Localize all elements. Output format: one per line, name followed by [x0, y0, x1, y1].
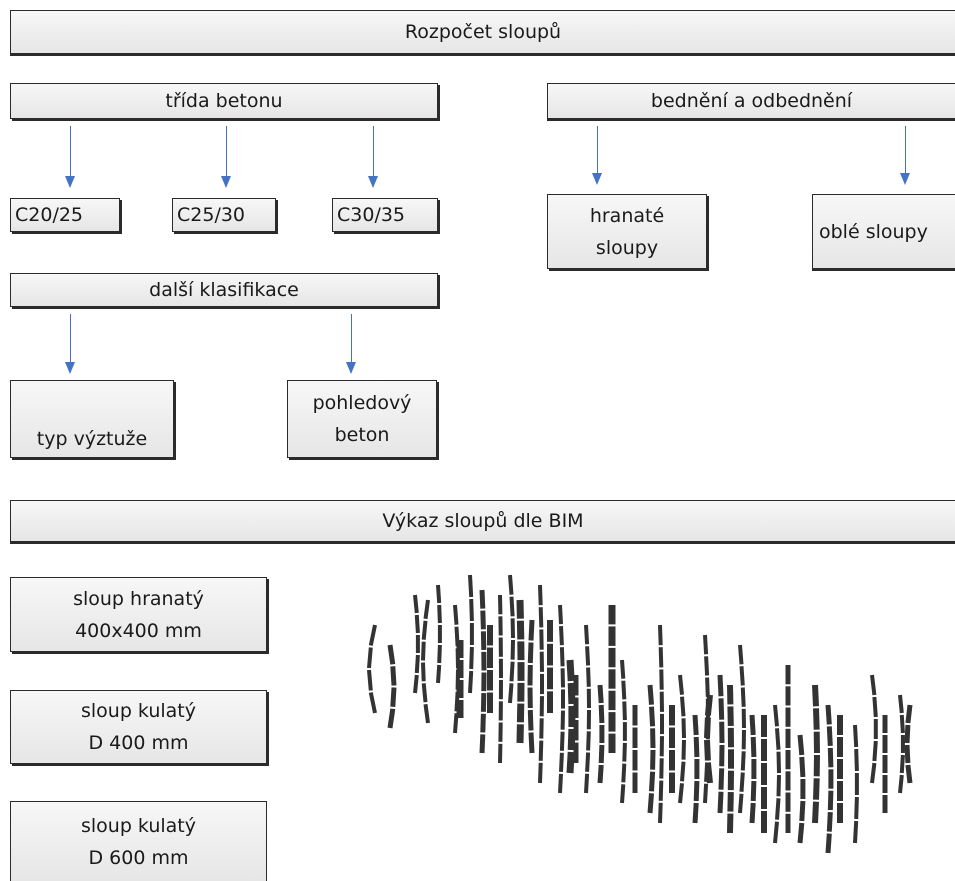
bim-column-13	[520, 600, 521, 743]
bim-column-5	[438, 585, 440, 683]
bim-column-26	[660, 625, 662, 823]
bim-column-46	[900, 695, 903, 793]
report-item-round-600: sloup kulatý D 600 mm	[10, 801, 267, 881]
budget-title: Rozpočet sloupů	[405, 16, 561, 48]
concrete-class-c25-30-label: C25/30	[177, 199, 245, 231]
reinforcement-type-label: typ výztuže	[37, 423, 147, 455]
further-classification-header: další klasifikace	[10, 273, 438, 307]
report-item-round-400-line2: D 400 mm	[89, 727, 189, 759]
bim-column-47	[907, 705, 910, 783]
bim-column-4	[423, 600, 428, 723]
bim-column-35	[752, 715, 754, 823]
formwork-square-line2: sloupy	[596, 232, 658, 264]
concrete-class-c25-30: C25/30	[172, 198, 276, 232]
formwork-round-columns: oblé sloupy	[812, 194, 955, 269]
reinforcement-type: typ výztuže	[10, 380, 174, 458]
concrete-class-header: třída betonu	[10, 83, 438, 119]
bim-column-9	[482, 590, 484, 753]
bim-column-3	[415, 595, 418, 693]
bim-column-41	[828, 705, 831, 853]
exposed-concrete-line2: beton	[335, 419, 390, 451]
bim-column-2	[390, 645, 394, 728]
bim-report-bar: Výkaz sloupů dle BIM	[10, 500, 955, 542]
report-item-round-600-line1: sloup kulatý	[81, 810, 196, 842]
report-item-round-600-line2: D 600 mm	[89, 842, 189, 874]
arrow-to-c30-35	[368, 126, 379, 188]
concrete-class-label: třída betonu	[165, 85, 282, 117]
bim-column-21	[600, 685, 602, 783]
arrow-to-reinforcement-type	[65, 314, 76, 374]
formwork-square-columns: hranaté sloupy	[547, 194, 707, 269]
arrow-to-square-columns	[592, 126, 603, 185]
bim-column-12	[510, 575, 513, 703]
exposed-concrete-line1: pohledový	[313, 387, 412, 419]
arrow-to-c25-30	[221, 126, 232, 188]
bim-column-37	[775, 705, 779, 843]
arrow-to-exposed-concrete	[346, 314, 357, 374]
bim-column-40	[815, 685, 817, 823]
report-item-square-400-line2: 400x400 mm	[75, 615, 202, 647]
report-item-round-400-line1: sloup kulatý	[81, 695, 196, 727]
concrete-class-c30-35: C30/35	[332, 198, 438, 232]
bim-column-8	[470, 575, 472, 693]
bim-column-25	[650, 685, 653, 813]
further-classification-label: další klasifikace	[149, 274, 299, 306]
concrete-class-c30-35-label: C30/35	[337, 199, 405, 231]
bim-column-23	[622, 660, 625, 803]
report-item-square-400-line1: sloup hranatý	[73, 583, 204, 615]
exposed-concrete: pohledový beton	[287, 380, 437, 458]
bim-column-1	[369, 625, 375, 713]
report-item-square-400: sloup hranatý 400x400 mm	[10, 577, 267, 652]
report-item-round-400: sloup kulatý D 400 mm	[10, 690, 267, 764]
bim-column-33	[730, 685, 731, 833]
arrow-to-c20-25	[65, 126, 76, 188]
concrete-class-c20-25: C20/25	[10, 198, 120, 232]
formwork-header: bednění a odbednění	[547, 83, 955, 119]
bim-column-28	[680, 675, 684, 803]
bim-report-title: Výkaz sloupů dle BIM	[382, 505, 583, 537]
bim-column-17	[560, 605, 563, 793]
bim-column-39	[800, 735, 803, 843]
bim-column-18	[570, 660, 572, 773]
bim-column-15	[540, 585, 542, 783]
arrow-to-round-columns	[900, 126, 911, 185]
bim-column-14	[530, 620, 532, 753]
formwork-label: bednění a odbednění	[651, 85, 852, 117]
budget-title-bar: Rozpočet sloupů	[10, 10, 955, 54]
bim-column-44	[872, 675, 876, 783]
concrete-class-c20-25-label: C20/25	[15, 199, 83, 231]
bim-column-32	[720, 675, 722, 813]
bim-column-20	[586, 625, 589, 793]
formwork-square-line1: hranaté	[590, 200, 664, 232]
bim-column-34	[740, 645, 744, 813]
bim-column-model-image	[360, 565, 950, 865]
bim-column-11	[500, 595, 501, 763]
bim-column-29	[695, 715, 697, 823]
bim-column-43	[855, 725, 857, 843]
formwork-round-line1: oblé sloupy	[819, 216, 928, 248]
